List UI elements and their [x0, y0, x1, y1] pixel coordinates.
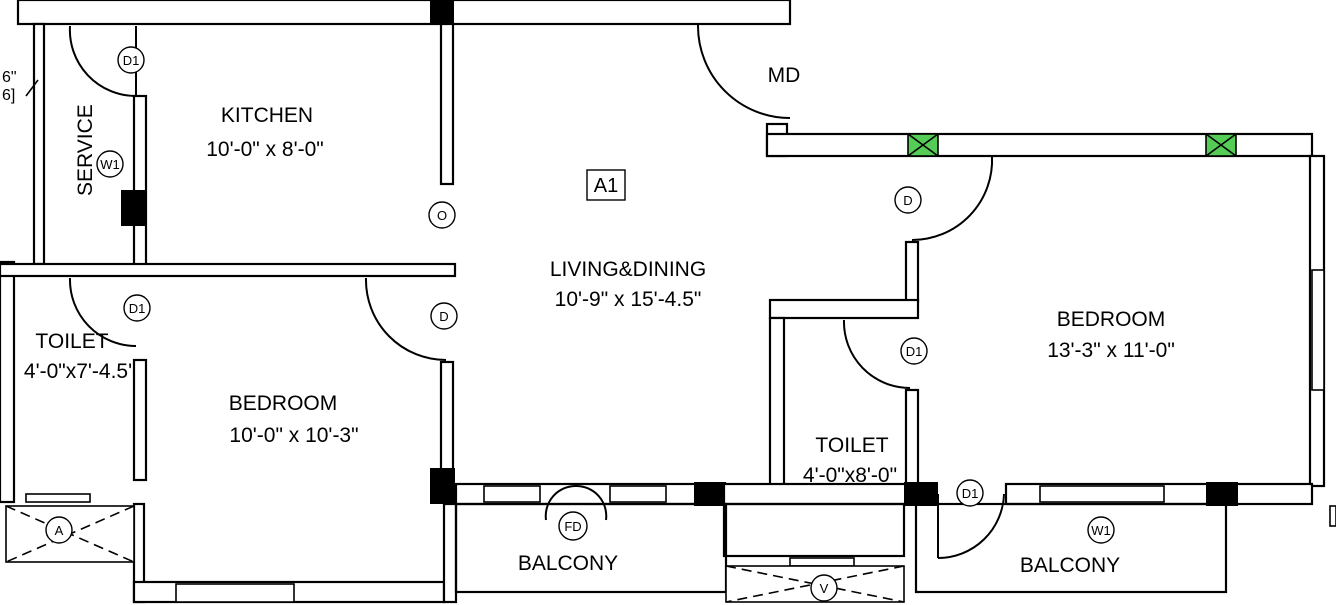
door-swing	[697, 25, 791, 119]
living-size: 10'-9" x 15'-4.5"	[555, 288, 702, 311]
window	[1039, 485, 1165, 503]
door-tag-text: D1	[129, 301, 146, 316]
toilet-mid-size: 4'-0"x8'-0"	[803, 464, 897, 487]
wall-toilet-bottom	[722, 482, 926, 506]
bedroom-left-size: 10'-0" x 10'-3"	[229, 424, 358, 447]
door-tag-text: D	[439, 309, 448, 324]
opening-tag-text: O	[437, 208, 447, 223]
window	[175, 583, 295, 603]
toilet-left-name: TOILET	[35, 330, 108, 353]
main-door-label: MD	[768, 64, 801, 87]
wall-mid-horizontal	[0, 262, 457, 278]
door-tag-text: D1	[962, 486, 979, 501]
dimension-mark: 6"	[2, 69, 17, 86]
wall-column	[121, 190, 146, 226]
window-tag-text: W1	[100, 157, 120, 172]
door-tag-text: D	[903, 193, 912, 208]
wall-kitchen-living	[439, 22, 455, 186]
wall-bottom-left-2	[442, 502, 458, 604]
wall-toilet-top	[768, 298, 920, 320]
door-swing	[68, 277, 137, 347]
wall-column	[1206, 482, 1238, 506]
wall-service-partition	[132, 94, 148, 268]
wall-column	[430, 0, 454, 24]
shaft-tag	[810, 574, 838, 602]
service-name: SERVICE	[74, 104, 97, 196]
bedroom-right-name: BEDROOM	[1057, 308, 1166, 331]
unit-tag-box	[586, 169, 626, 201]
door-tag	[900, 337, 928, 365]
window	[609, 485, 667, 503]
bedroom-right-size: 13'-3" x 11'-0"	[1047, 339, 1175, 362]
edge-marks: 6" 6]	[2, 69, 1336, 527]
balcony-right-name: BALCONY	[1020, 554, 1120, 577]
window	[483, 485, 541, 503]
wall-top-right	[765, 132, 1314, 158]
wall-toilet-left	[768, 316, 786, 490]
shaft-tag-text: V	[820, 581, 829, 596]
door-tag-text: D1	[123, 53, 140, 68]
door-swing	[364, 277, 447, 361]
unit-tag: A1	[594, 175, 618, 197]
window	[789, 557, 855, 567]
balcony-mid-name: BALCONY	[518, 552, 618, 575]
wall-bedroom-living	[439, 360, 455, 484]
wall-column	[694, 482, 726, 506]
door-tag-text: D1	[906, 344, 923, 359]
door-swing	[937, 493, 1005, 559]
wall-left-lower	[0, 260, 16, 504]
kitchen-name: KITCHEN	[221, 104, 313, 127]
door-swing	[842, 319, 911, 389]
window	[25, 493, 91, 503]
door-tag	[430, 302, 458, 330]
door-tag	[117, 46, 145, 74]
dimension-mark: 6]	[2, 87, 15, 104]
shaft-tag	[45, 516, 73, 544]
opening-tag	[428, 201, 456, 229]
balcony-mid-outline	[454, 502, 728, 594]
door-swing	[911, 155, 994, 242]
room-labels: KITCHEN 10'-0" x 8'-0" SERVICE LIVING&DI…	[24, 104, 1175, 577]
door-tag	[894, 186, 922, 214]
toilet-mid-bottom	[722, 502, 906, 558]
wall-left-upper	[32, 22, 46, 266]
door-swing	[68, 25, 137, 98]
wall-column	[904, 482, 938, 506]
windows	[25, 133, 1325, 603]
toilet-mid-name: TOILET	[815, 434, 888, 457]
window	[1311, 269, 1325, 391]
wall-column	[430, 468, 455, 504]
toilet-left-size: 4'-0"x7'-4.5'	[24, 360, 132, 383]
tags: MD A1 D1 W1 O D D1 D D1 D1 W1 FD A V	[45, 46, 1115, 602]
door-tag	[956, 479, 984, 507]
door-tag	[123, 294, 151, 322]
wall-toilet-bedroom	[132, 358, 148, 482]
window-tag-text: W1	[1091, 523, 1111, 538]
doors	[68, 24, 1005, 559]
window-tag	[96, 150, 124, 178]
window-tag	[1087, 516, 1115, 544]
kitchen-size: 10'-0" x 8'-0"	[206, 138, 323, 161]
edge-fragment	[1329, 505, 1336, 527]
balcony-right-outline	[914, 502, 1228, 594]
dimension-tick	[25, 79, 39, 97]
wall-top	[16, 0, 792, 26]
french-door-tag	[558, 511, 588, 541]
wall-toilet-right	[904, 388, 920, 490]
door-swing	[544, 484, 608, 521]
french-door-tag-text: FD	[564, 519, 581, 534]
wall-bedroom-right-left	[904, 240, 920, 304]
living-name: LIVING&DINING	[550, 258, 706, 281]
bedroom-left-name: BEDROOM	[229, 392, 338, 415]
shaft-tag-text: A	[55, 523, 64, 538]
